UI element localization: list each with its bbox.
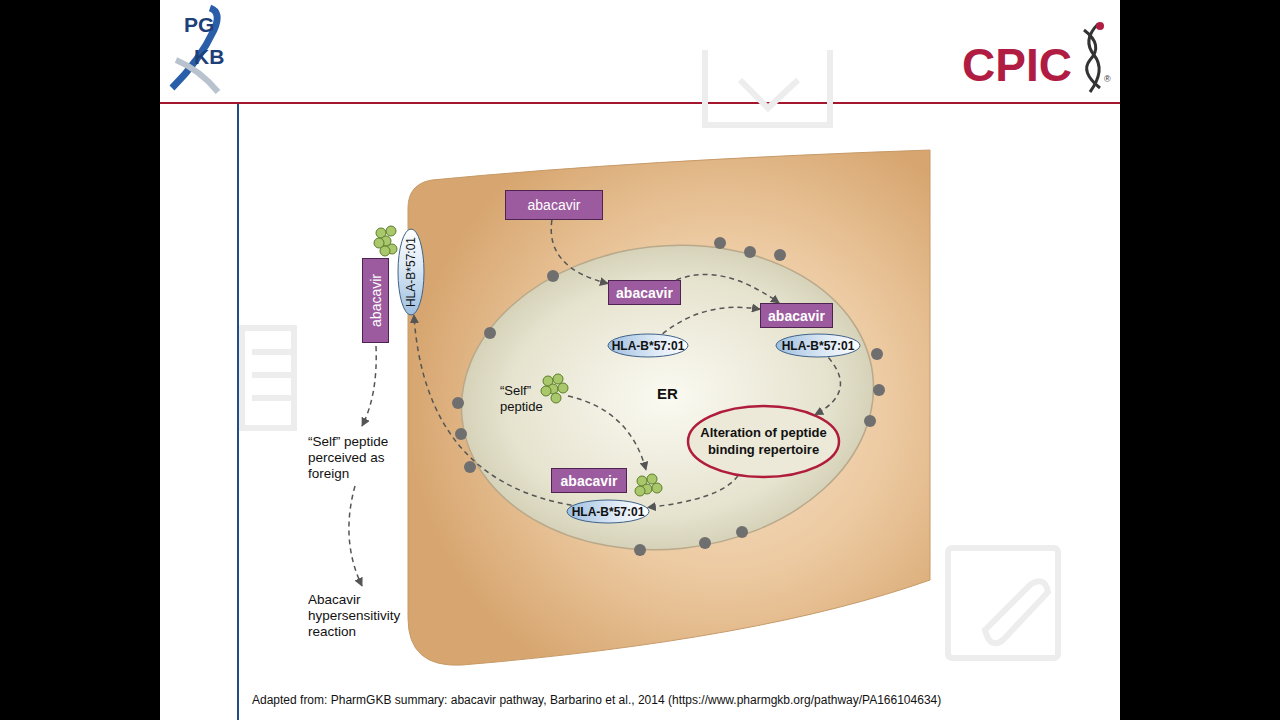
peptide-label: “Self” peptide xyxy=(500,383,556,414)
source-caption: Adapted from: PharmGKB summary: abacavir… xyxy=(252,693,941,707)
drug-box: abacavir xyxy=(505,190,603,220)
side-rule xyxy=(237,104,239,720)
node-text: Alteration of peptide binding repertoire xyxy=(699,425,828,458)
drug-box: abacavir xyxy=(551,468,627,493)
logo-text: CPIC xyxy=(962,38,1072,93)
hla-ellipse: HLA-B*57:01 xyxy=(566,499,650,524)
node-text: HLA-B*57:01 xyxy=(404,237,418,307)
ribosome-dots xyxy=(452,237,885,556)
hla-ellipse: HLA-B*57:01 xyxy=(397,228,425,316)
annotation-text: “Self” peptide perceived as foreign xyxy=(308,434,408,483)
drug-box: abacavir xyxy=(608,280,681,305)
node-text: abacavir xyxy=(368,274,384,327)
trademark-mark: ® xyxy=(1104,74,1111,85)
header-rule xyxy=(160,102,1120,104)
node-text: HLA-B*57:01 xyxy=(612,339,685,353)
cpic-helix xyxy=(1084,22,1104,92)
node-text: abacavir xyxy=(616,285,673,301)
node-text: ER xyxy=(657,385,678,402)
outcome-ellipse: Alteration of peptide binding repertoire xyxy=(687,405,840,478)
dashed-arrow xyxy=(551,220,608,284)
hla-ellipse: HLA-B*57:01 xyxy=(775,333,861,358)
drug-box: abacavir xyxy=(362,258,389,343)
node-text: abacavir xyxy=(768,308,825,324)
drug-box: abacavir xyxy=(760,303,833,328)
peptide-cluster xyxy=(374,226,662,496)
dashed-arrow xyxy=(815,358,840,415)
dashed-arrow xyxy=(648,476,738,508)
dashed-arrow xyxy=(663,307,760,334)
annotation-text: Abacavir hypersensitivity reaction xyxy=(308,592,420,641)
node-text: abacavir xyxy=(528,197,581,213)
logo-text: PG xyxy=(184,12,214,37)
hla-ellipse: HLA-B*57:01 xyxy=(607,333,689,358)
node-text: HLA-B*57:01 xyxy=(572,505,645,519)
logo-text: KB xyxy=(194,44,224,69)
dashed-arrow xyxy=(676,275,779,303)
node-text: HLA-B*57:01 xyxy=(782,339,855,353)
leader-arrow xyxy=(349,346,646,586)
node-text: abacavir xyxy=(561,473,618,489)
dashed-arrow xyxy=(414,315,572,505)
cell-body xyxy=(408,150,930,665)
